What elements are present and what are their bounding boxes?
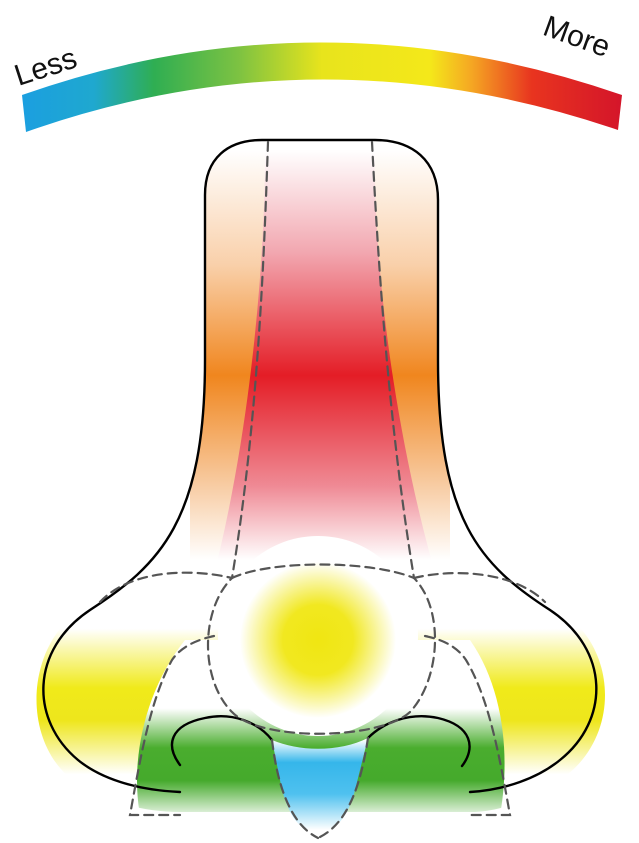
color-scale: Less More [10, 10, 622, 132]
scale-high-label: More [539, 10, 615, 64]
region-nasal-tip [218, 536, 418, 736]
region-columella [272, 738, 368, 835]
color-scale-arc [22, 43, 622, 133]
heat-regions [0, 140, 639, 843]
